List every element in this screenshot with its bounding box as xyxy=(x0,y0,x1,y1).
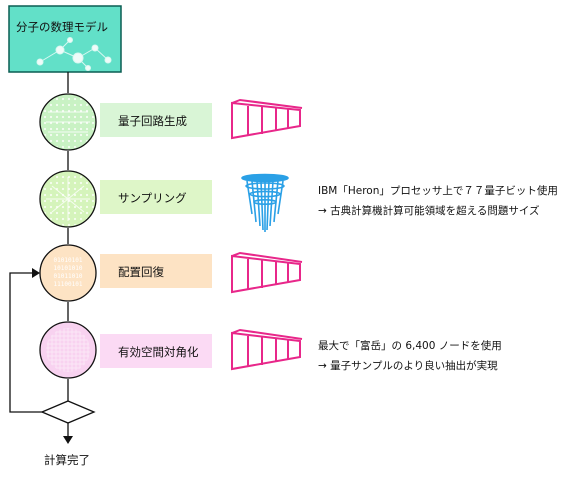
supercomputer-icon-2 xyxy=(231,251,303,294)
network-decoration xyxy=(36,37,112,71)
end-arrowhead xyxy=(63,436,73,444)
quantum-processor-icon xyxy=(241,173,289,232)
step-circle-2 xyxy=(39,170,97,228)
decision-diamond xyxy=(40,400,96,424)
step-box-2 xyxy=(100,180,212,214)
svg-text:01011010: 01011010 xyxy=(54,273,83,280)
title-label: 分子の数理モデル xyxy=(16,20,108,34)
title-box xyxy=(8,5,122,73)
heron-note-line2: → 古典計算機計算可能領域を超える問題サイズ xyxy=(318,205,540,217)
heron-note-line1: IBM「Heron」プロセッサ上で７７量子ビット使用 xyxy=(318,185,558,197)
fugaku-note-line1: 最大で「富岳」の 6,400 ノードを使用 xyxy=(318,340,502,352)
svg-text:01010101: 01010101 xyxy=(54,257,83,264)
step-circle-1 xyxy=(39,93,97,151)
step-label-circuit-generation: 量子回路生成 xyxy=(118,114,187,128)
svg-text:11100101: 11100101 xyxy=(54,281,83,288)
step-label-configuration-recovery: 配置回復 xyxy=(118,265,164,279)
supercomputer-icon-1 xyxy=(231,98,303,140)
step-circle-4 xyxy=(39,321,97,379)
loop-back-arrowhead xyxy=(32,268,40,278)
step-box-1 xyxy=(100,103,212,137)
end-label: 計算完了 xyxy=(44,453,90,467)
step-label-subspace-diagonalization: 有効空間対角化 xyxy=(118,345,199,359)
loop-back-line xyxy=(9,272,55,413)
step-circle-3: 01010101 10101010 01011010 11100101 xyxy=(39,244,97,302)
step-box-3 xyxy=(100,254,212,288)
step-label-sampling: サンプリング xyxy=(118,191,187,205)
supercomputer-icon-3 xyxy=(231,328,303,371)
fugaku-note-line2: → 量子サンプルのより良い抽出が実現 xyxy=(318,360,498,372)
svg-text:10101010: 10101010 xyxy=(54,265,83,272)
step-box-4 xyxy=(100,334,212,368)
